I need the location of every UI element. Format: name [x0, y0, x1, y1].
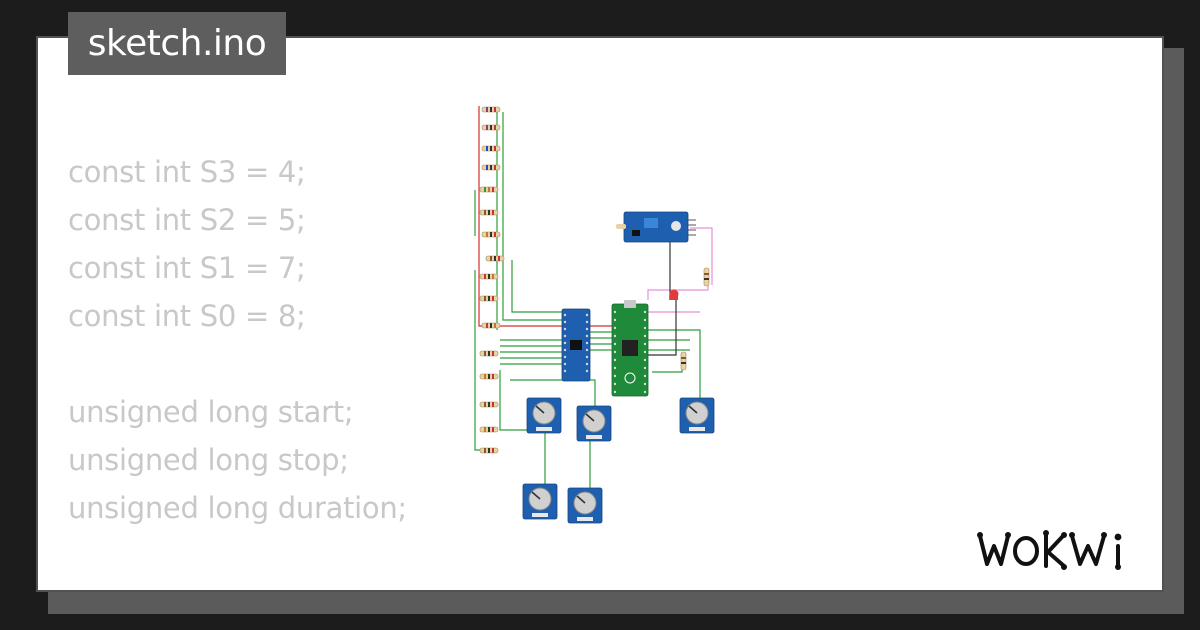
- resistor: [481, 231, 501, 238]
- wokwi-logo: [977, 530, 1122, 570]
- green-wire: [652, 356, 683, 373]
- resistor: [479, 295, 499, 302]
- resistor: [481, 322, 501, 329]
- green-wire: [502, 112, 562, 321]
- code-line: unsigned long stop;: [68, 443, 349, 477]
- resistor: [481, 164, 501, 171]
- wires: [474, 106, 713, 492]
- resistor: [479, 426, 499, 433]
- code-line: [68, 342, 407, 390]
- led: [669, 289, 679, 300]
- potentiometer: [567, 487, 603, 524]
- circuit-diagram: [474, 106, 715, 524]
- resistor: [479, 350, 499, 357]
- green-wire: [474, 190, 490, 451]
- potentiometer: [576, 405, 612, 442]
- filename-tag: sketch.ino: [68, 12, 286, 75]
- resistor: [703, 267, 710, 287]
- code-line: const int S2 = 5;: [68, 203, 306, 237]
- green-wire: [590, 331, 612, 351]
- resistor: [479, 401, 499, 408]
- resistor: [680, 351, 687, 371]
- potentiometer: [526, 397, 562, 434]
- code-line: unsigned long start;: [68, 395, 354, 429]
- code-snippet: const int S3 = 4; const int S2 = 5; cons…: [68, 150, 407, 534]
- code-line: const int S0 = 8;: [68, 299, 306, 333]
- black-wire: [648, 234, 677, 356]
- resistor: [481, 124, 501, 131]
- resistor: [479, 373, 499, 380]
- green-wire: [544, 430, 591, 492]
- red-wire: [478, 106, 615, 327]
- resistor: [481, 106, 501, 113]
- resistor: [481, 145, 501, 152]
- resistor: [479, 273, 499, 280]
- resistor-array: [479, 106, 505, 454]
- code-line: unsigned long duration;: [68, 491, 407, 525]
- resistor: [479, 447, 499, 454]
- resistor: [479, 209, 499, 216]
- sensor-module: [616, 211, 696, 243]
- potentiometer: [522, 483, 558, 520]
- code-line: const int S1 = 7;: [68, 251, 306, 285]
- potentiometer: [679, 397, 715, 434]
- green-wire: [500, 339, 562, 365]
- multiplexer-board: [561, 308, 591, 382]
- pico-board: [611, 300, 649, 397]
- resistor: [485, 255, 505, 262]
- green-wire: [511, 260, 562, 313]
- green-wire: [648, 329, 701, 404]
- code-line: const int S3 = 4;: [68, 155, 306, 189]
- resistor: [479, 186, 499, 193]
